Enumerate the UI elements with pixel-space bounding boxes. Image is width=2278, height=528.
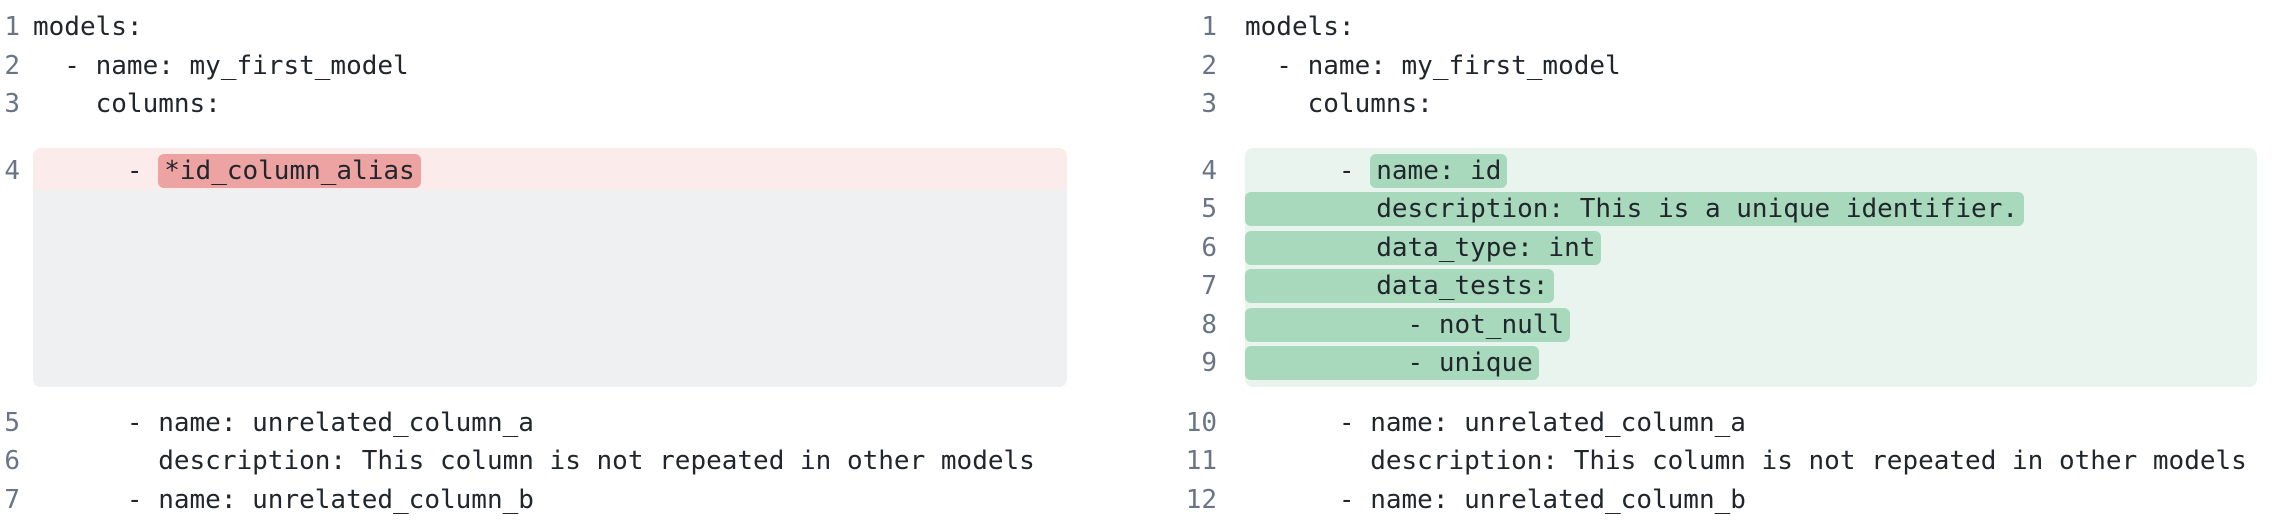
code-line: models: bbox=[1245, 12, 1355, 42]
code-line: - name: unrelated_column_b bbox=[33, 484, 534, 515]
code-line: description: This is a unique identifier… bbox=[1245, 190, 2257, 229]
code-line: data_type: int bbox=[1245, 229, 2257, 268]
line-number: 1 bbox=[1201, 12, 1217, 42]
added-token-highlight: - not_null bbox=[1245, 307, 1571, 342]
pane-gap bbox=[1067, 8, 1185, 519]
line-number: 8 bbox=[1201, 309, 1217, 340]
added-lines-block: - name: id description: This is a unique… bbox=[1245, 147, 2257, 387]
removed-token-highlight: *id_column_alias bbox=[158, 153, 421, 188]
code-line-indent: - bbox=[33, 155, 159, 186]
line-number: 6 bbox=[4, 446, 20, 476]
code-line: columns: bbox=[1245, 89, 1433, 119]
line-number: 5 bbox=[4, 407, 20, 438]
line-number: 11 bbox=[1185, 446, 1217, 476]
line-number: 4 bbox=[4, 155, 20, 186]
added-token-highlight: data_type: int bbox=[1245, 230, 1602, 265]
line-number: 7 bbox=[1201, 271, 1217, 301]
code-line: - name: unrelated_column_b bbox=[1245, 484, 1746, 515]
line-number: 7 bbox=[4, 484, 20, 515]
code-line: - name: unrelated_column_a bbox=[1245, 407, 1746, 438]
code-line: description: This column is not repeated… bbox=[1245, 446, 2247, 476]
code-column: models: - name: my_first_model columns: … bbox=[33, 8, 1067, 519]
code-line: description: This column is not repeated… bbox=[33, 446, 1035, 476]
gutter-spacer bbox=[4, 387, 20, 404]
code-line: columns: bbox=[33, 89, 221, 119]
diff-pane-before: 1 2 3 4 5 6 7 models: - name: my_first_model co… bbox=[4, 8, 1067, 519]
line-number: 6 bbox=[1201, 232, 1217, 263]
line-number-gutter: 1 2 3 4 5 6 7 bbox=[4, 8, 20, 519]
line-number: 3 bbox=[1201, 89, 1217, 119]
added-token-highlight: - unique bbox=[1245, 346, 1539, 380]
line-number: 2 bbox=[4, 50, 20, 81]
line-number: 9 bbox=[1201, 348, 1217, 378]
code-line: models: bbox=[33, 12, 143, 42]
line-number: 2 bbox=[1201, 50, 1217, 81]
line-number: 12 bbox=[1185, 484, 1217, 515]
collapsed-placeholder bbox=[33, 190, 1067, 387]
code-line: - *id_column_alias bbox=[33, 152, 1067, 191]
line-number: 5 bbox=[1201, 194, 1217, 224]
code-line: - name: my_first_model bbox=[1245, 50, 1621, 81]
line-number: 10 bbox=[1185, 407, 1217, 438]
code-line: - name: my_first_model bbox=[33, 50, 409, 81]
code-line-indent: - bbox=[1245, 155, 1371, 186]
gutter-spacer bbox=[1185, 383, 1217, 404]
code-line: - name: id bbox=[1245, 152, 2257, 191]
code-line: - not_null bbox=[1245, 306, 2257, 345]
added-token-highlight: data_tests: bbox=[1245, 269, 1555, 303]
code-line: - name: unrelated_column_a bbox=[33, 407, 534, 438]
removed-lines-block: - *id_column_alias bbox=[33, 147, 1067, 387]
line-number: 4 bbox=[1201, 155, 1217, 186]
line-number: 1 bbox=[4, 12, 20, 42]
added-token-highlight: name: id bbox=[1370, 153, 1508, 188]
code-line: - unique bbox=[1245, 344, 2257, 383]
code-line: data_tests: bbox=[1245, 267, 2257, 306]
code-column: models: - name: my_first_model columns: … bbox=[1245, 8, 2257, 519]
gutter-spacer bbox=[4, 124, 20, 152]
line-number: 3 bbox=[4, 89, 20, 119]
gutter-spacer bbox=[4, 190, 20, 387]
added-token-highlight: description: This is a unique identifier… bbox=[1245, 192, 2025, 226]
gutter-spacer bbox=[1185, 124, 1217, 152]
